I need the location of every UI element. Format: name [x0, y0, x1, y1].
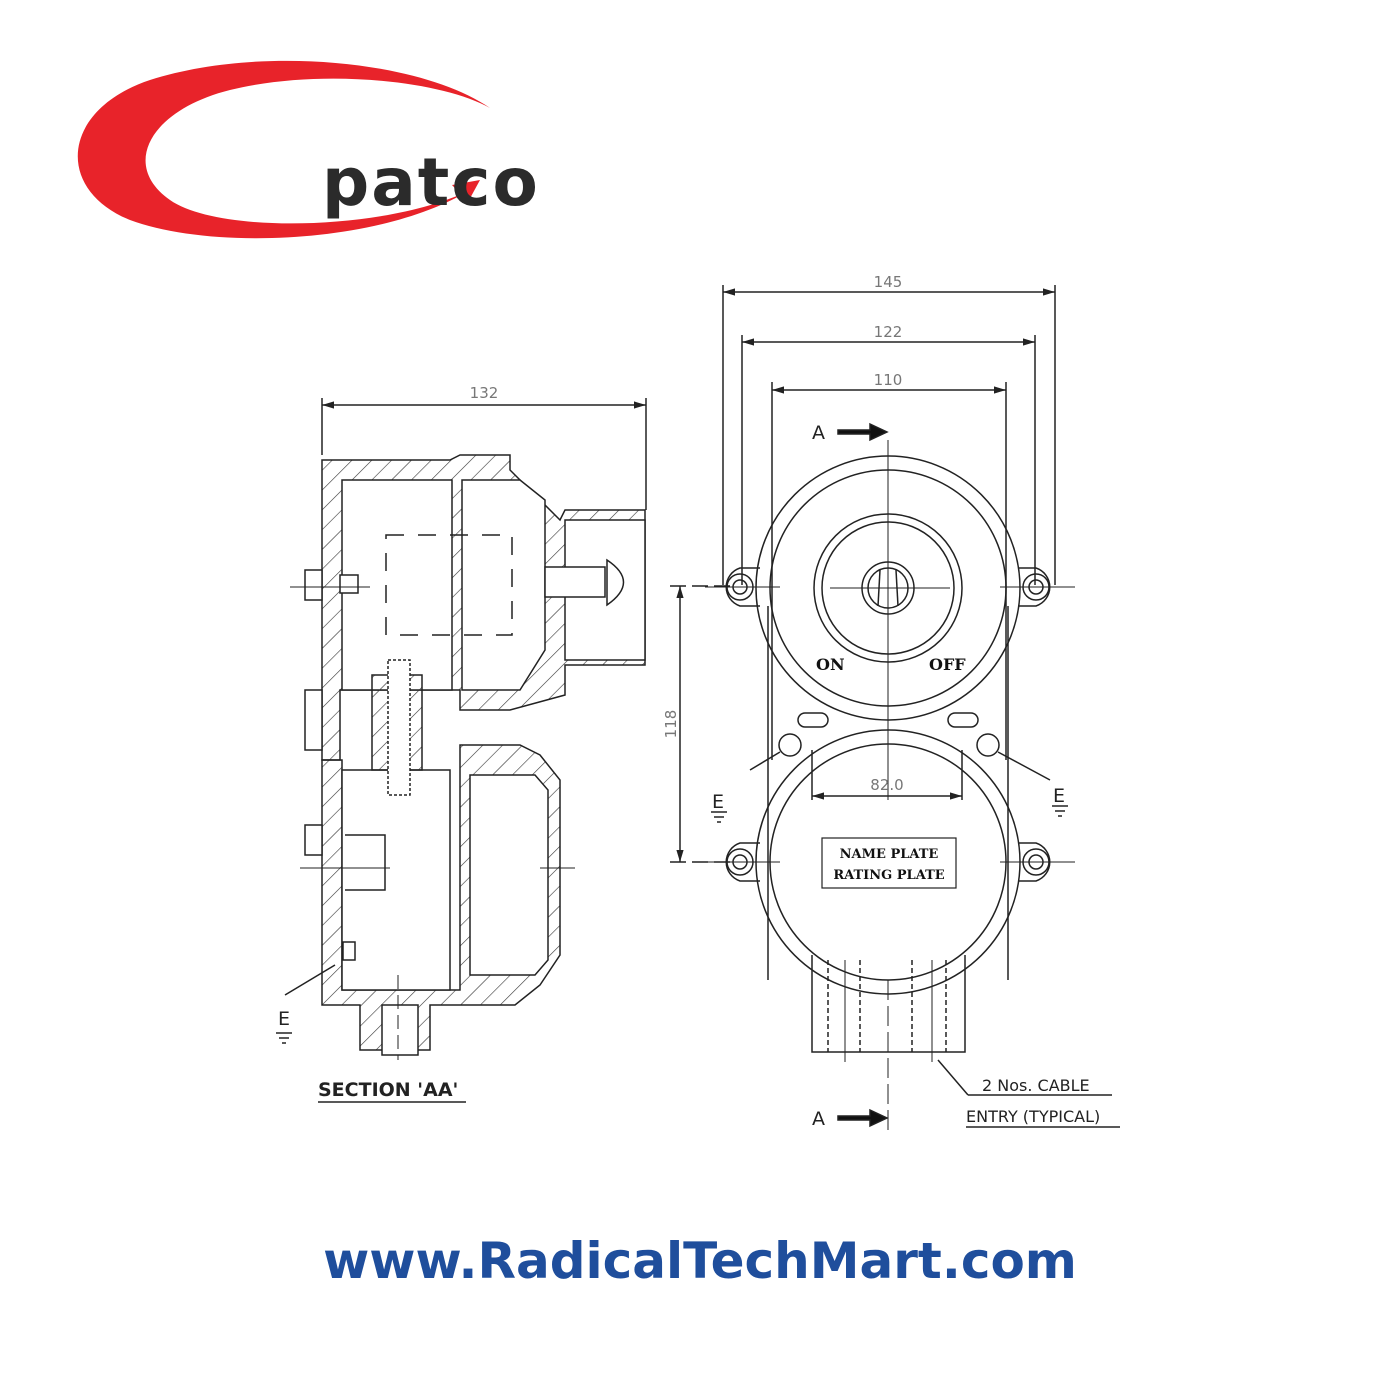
dim-82: 82.0: [870, 776, 903, 794]
cable-entry-note-line2: ENTRY (TYPICAL): [966, 1107, 1100, 1126]
rating-plate-label: RATING PLATE: [833, 868, 944, 883]
switch-on-label: ON: [816, 655, 845, 674]
name-plate-label: NAME PLATE: [840, 847, 939, 862]
section-aa-view: [284, 398, 647, 1103]
website-url: www.RadicalTechMart.com: [323, 1232, 1077, 1290]
earth-label-section: E: [278, 1008, 290, 1030]
dim-132: 132: [470, 384, 499, 402]
switch-off-label: OFF: [929, 655, 966, 674]
section-marker-a-bottom: A: [812, 1108, 825, 1130]
dim-110: 110: [874, 371, 903, 389]
earth-label-left: E: [712, 791, 724, 813]
earth-label-right: E: [1053, 785, 1065, 807]
cable-entry-note-line1: 2 Nos. CABLE: [982, 1076, 1090, 1095]
logo-wordmark: patco: [322, 144, 540, 221]
dim-122: 122: [874, 323, 903, 341]
logo-swoosh-icon: [77, 60, 490, 239]
patco-logo: patco: [60, 50, 580, 250]
front-view: [276, 285, 1120, 1130]
section-title: SECTION 'AA': [318, 1079, 458, 1101]
dim-118: 118: [662, 710, 680, 739]
dim-145: 145: [874, 273, 903, 291]
section-marker-a-top: A: [812, 422, 825, 444]
